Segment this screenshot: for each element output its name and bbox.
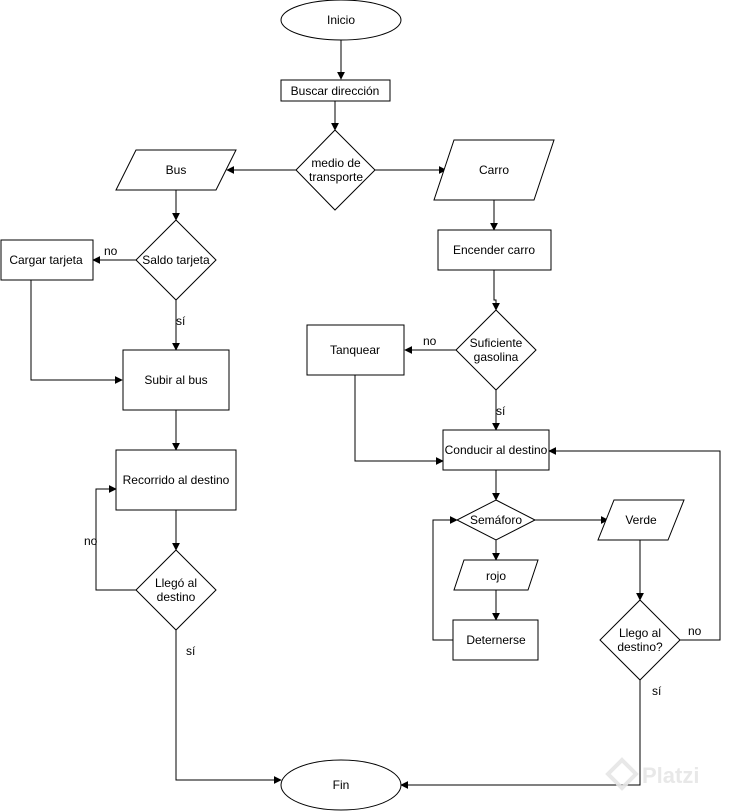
node-llego-carro: Llego al destino? xyxy=(599,599,681,681)
label-saldo-no: no xyxy=(104,244,118,258)
edge-tanquear-conducir xyxy=(354,375,444,465)
node-encender-label: Encender carro xyxy=(453,243,535,257)
node-rojo-label: rojo xyxy=(486,569,506,583)
node-llego-carro-label-1: Llego al xyxy=(619,626,661,640)
label-llego-carro-no: no xyxy=(688,624,702,638)
node-carro: Carro xyxy=(433,139,555,201)
node-detenerse: Deternerse xyxy=(452,619,539,661)
node-cargar-label: Cargar tarjeta xyxy=(9,253,83,267)
node-fin-label: Fin xyxy=(333,778,350,792)
node-semaforo: Semáforo xyxy=(455,499,537,541)
label-suficiente-no: no xyxy=(423,334,437,348)
node-cargar: Cargar tarjeta xyxy=(0,239,94,281)
node-inicio-label: Inicio xyxy=(327,13,355,27)
node-rojo: rojo xyxy=(453,559,539,591)
label-suficiente-si: sí xyxy=(496,404,506,418)
node-recorrido: Recorrido al destino xyxy=(115,449,237,511)
node-llego-bus: Llegó al destino xyxy=(135,549,217,631)
node-verde: Verde xyxy=(597,499,685,541)
edge-detenerse-semaforo xyxy=(432,516,458,641)
node-buscar: Buscar dirección xyxy=(280,79,391,102)
label-saldo-si: sí xyxy=(176,314,186,328)
edge-cargar-subir xyxy=(30,280,123,384)
edge-llego-recorrido xyxy=(95,485,136,591)
label-llego-bus-no: no xyxy=(84,534,98,548)
node-llego-bus-label-2: destino xyxy=(157,590,196,604)
node-suficiente-label-2: gasolina xyxy=(474,350,519,364)
node-semaforo-label: Semáforo xyxy=(470,513,522,527)
node-verde-label: Verde xyxy=(625,513,657,527)
platzi-watermark: Platzi xyxy=(605,757,699,791)
node-conducir-label: Conducir al destino xyxy=(445,443,548,457)
edge-labels: no sí no sí no sí no sí xyxy=(84,244,702,698)
label-llego-carro-si: sí xyxy=(652,684,662,698)
edge-llego-fin-carro xyxy=(400,680,641,789)
node-fin: Fin xyxy=(280,759,402,811)
node-buscar-label: Buscar dirección xyxy=(291,84,380,98)
watermark-text: Platzi xyxy=(642,763,699,788)
node-carro-label: Carro xyxy=(479,163,509,177)
label-llego-bus-si: sí xyxy=(186,644,196,658)
node-inicio: Inicio xyxy=(280,0,402,41)
node-suficiente: Suficiente gasolina xyxy=(455,309,537,391)
node-tanquear-label: Tanquear xyxy=(330,343,380,357)
node-tanquear: Tanquear xyxy=(306,324,405,376)
node-suficiente-label-1: Suficiente xyxy=(470,336,523,350)
node-llego-bus-label-1: Llegó al xyxy=(155,576,197,590)
node-medio-label-1: medio de xyxy=(311,156,361,170)
node-recorrido-label: Recorrido al destino xyxy=(123,473,230,487)
node-conducir: Conducir al destino xyxy=(442,429,550,471)
node-medio-label-2: transporte xyxy=(309,170,363,184)
node-llego-carro-label-2: destino? xyxy=(617,640,663,654)
edge-llego-fin xyxy=(175,630,282,784)
node-detenerse-label: Deternerse xyxy=(466,633,526,647)
node-bus-label: Bus xyxy=(166,163,187,177)
node-subir-label: Subir al bus xyxy=(144,373,207,387)
node-bus: Bus xyxy=(115,149,237,191)
node-encender: Encender carro xyxy=(437,229,552,271)
platzi-logo-icon xyxy=(605,757,639,791)
node-saldo-label: Saldo tarjeta xyxy=(142,253,210,267)
node-medio: medio de transporte xyxy=(295,129,376,211)
node-saldo: Saldo tarjeta xyxy=(135,219,217,301)
node-subir: Subir al bus xyxy=(122,349,230,411)
edges xyxy=(30,40,721,789)
edge-llego-conducir xyxy=(548,447,721,641)
edge-encender-suficiente xyxy=(492,270,500,311)
